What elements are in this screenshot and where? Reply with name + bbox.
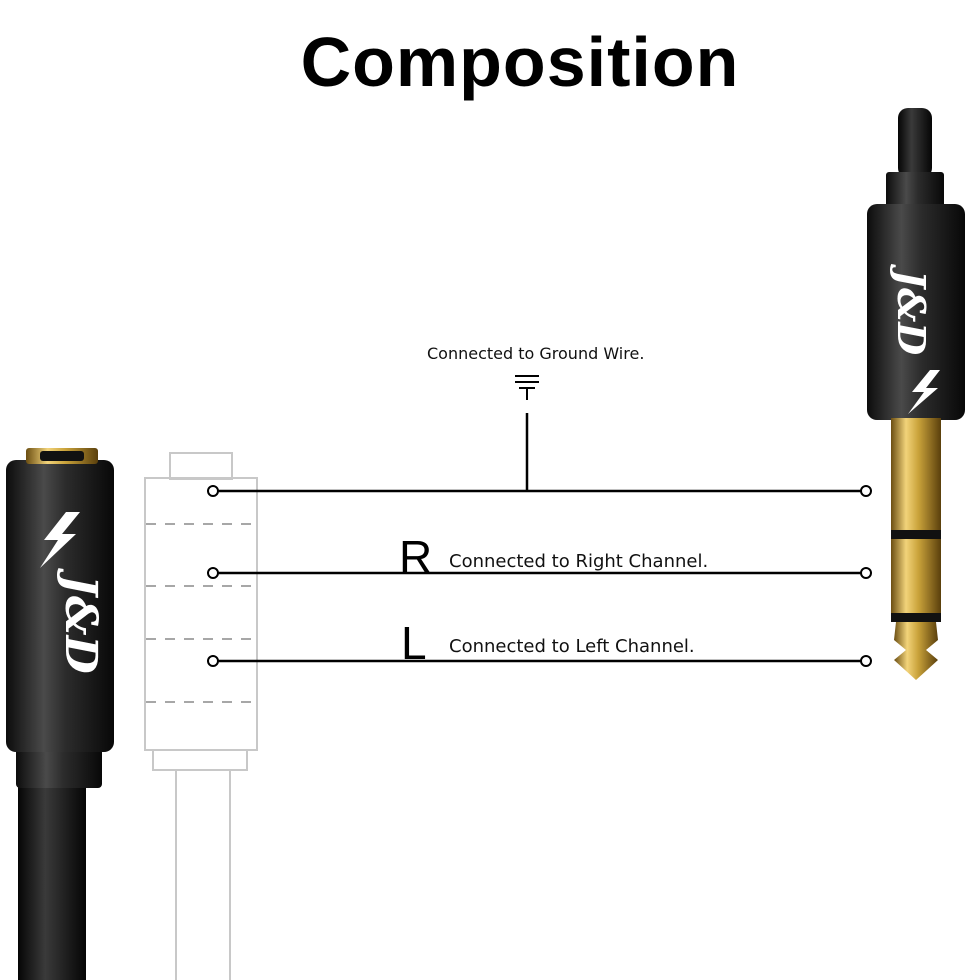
terminal-ground-left: [207, 485, 219, 497]
plug-ring: [891, 539, 941, 613]
schematic-body: [144, 477, 258, 751]
right-channel-letter: R: [399, 531, 433, 583]
terminal-left-right: [860, 655, 872, 667]
lightning-bolt-icon: [908, 370, 940, 414]
plug-body: [867, 204, 965, 420]
plug-collar: [886, 172, 944, 208]
terminal-left-left: [207, 655, 219, 667]
plug-sleeve: [891, 418, 941, 530]
plug-insulator: [891, 530, 941, 539]
svg-text:J&D: J&D: [55, 568, 106, 674]
left-channel-letter: L: [401, 617, 427, 669]
schematic-top-cap: [169, 452, 233, 480]
plug-cable: [898, 108, 932, 178]
wire-terminals: [207, 485, 872, 667]
right-channel-label: Connected to Right Channel.: [449, 551, 709, 572]
connection-wires: [213, 413, 866, 663]
plug-schematic: [144, 452, 258, 980]
socket-cable: [18, 780, 86, 980]
terminal-right-right: [860, 567, 872, 579]
plug-tip: [894, 622, 938, 680]
schematic-bottom-collar: [152, 749, 248, 771]
lightning-bolt-icon: [40, 512, 80, 568]
terminal-right-left: [207, 567, 219, 579]
plug-insulator: [891, 613, 941, 622]
socket-opening: [40, 451, 84, 461]
male-plug: J&D: [867, 108, 965, 680]
brand-logo: J&D: [889, 264, 934, 355]
left-channel-label: Connected to Left Channel.: [449, 636, 695, 657]
brand-logo: J&D: [55, 568, 106, 674]
socket-collar: [16, 748, 102, 788]
female-socket: J&D: [6, 448, 114, 980]
terminal-ground-right: [860, 485, 872, 497]
page-title: Composition: [300, 23, 740, 101]
socket-body: [6, 460, 114, 752]
ground-symbol-icon: [515, 375, 539, 400]
ground-wire-label: Connected to Ground Wire.: [427, 344, 645, 363]
